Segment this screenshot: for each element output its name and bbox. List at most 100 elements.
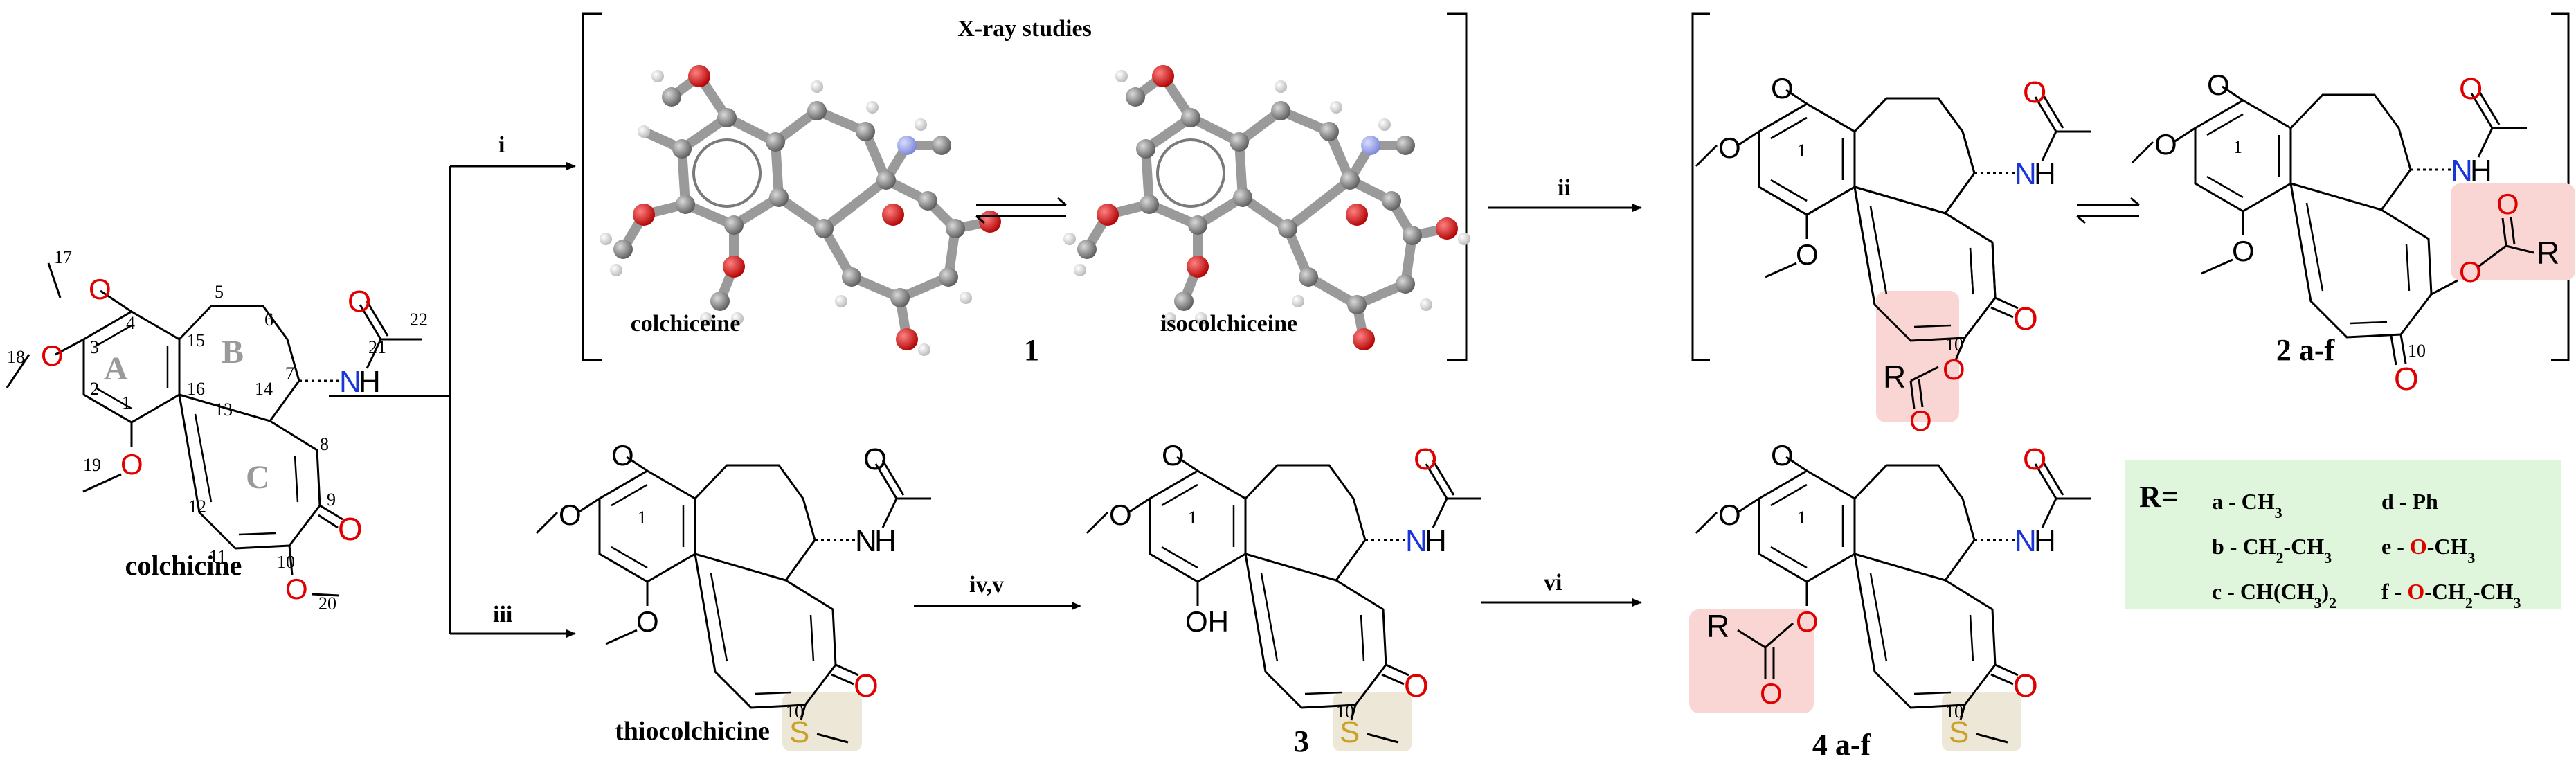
r-a: a - CH3 <box>2212 489 2282 521</box>
num-19: 19 <box>83 455 101 475</box>
num-21: 21 <box>368 337 386 357</box>
atom-o: O <box>559 499 582 531</box>
atom-o: O <box>2207 69 2230 101</box>
r-f: f - O-CH2-CH3 <box>2381 579 2521 611</box>
compound-2-isomer-b: O O O O O O R N H O 1 10 <box>2131 69 2575 397</box>
thiocolchicine-structure: O O O O S N H O 1 10 <box>535 439 931 751</box>
atom-o: O <box>1909 404 1932 437</box>
step-ii: ii <box>1558 175 1571 201</box>
atom-o-2: O <box>41 339 64 372</box>
atom-o: O <box>636 605 659 638</box>
num-1: 1 <box>1188 508 1197 528</box>
atom-o-3: O <box>89 273 111 305</box>
sme-highlight <box>1942 692 2021 751</box>
atom-o: O <box>1771 72 1794 105</box>
atom-o: O <box>1718 132 1741 164</box>
atom-o: O <box>2394 361 2419 397</box>
atom-o: O <box>1943 353 1965 386</box>
label-compound-3: 3 <box>1294 724 1309 758</box>
compound-4-structure: O O O O R O S N H O 1 10 <box>1689 439 2091 751</box>
compound-3-structure: O O OH O S N H O 1 10 <box>1086 439 1481 751</box>
atom-o: O <box>1404 668 1429 704</box>
atom-h: H <box>874 524 897 558</box>
r-d: d - Ph <box>2381 489 2438 514</box>
r-b: b - CH2-CH3 <box>2212 534 2332 566</box>
num-8: 8 <box>320 434 329 454</box>
atom-n: N <box>2015 157 2037 191</box>
num-6: 6 <box>264 310 273 330</box>
atom-n: N <box>855 524 877 558</box>
atom-h: H <box>1425 524 1447 558</box>
atom-h: H <box>359 365 381 399</box>
atom-o: O <box>1162 439 1185 472</box>
atom-s: S <box>1949 715 1969 749</box>
atom-o: O <box>2154 128 2177 161</box>
label-compound-4: 4 a-f <box>1812 728 1872 762</box>
atom-h: H <box>2034 524 2056 558</box>
atom-o: O <box>2232 235 2255 267</box>
ring-a-label: A <box>104 350 128 387</box>
atom-s: S <box>1340 715 1360 749</box>
atom-h: H <box>2470 154 2492 188</box>
num-11: 11 <box>209 546 226 566</box>
atom-oh: OH <box>1185 605 1229 638</box>
colchiceine-model <box>600 65 1001 356</box>
branch-lines <box>329 162 576 638</box>
step-iv-v: iv,v <box>969 572 1004 598</box>
num-9: 9 <box>327 490 336 510</box>
atom-o: O <box>1718 499 1741 531</box>
atom-n: N <box>1405 524 1427 558</box>
atom-o: O <box>1414 442 1437 476</box>
num-1: 1 <box>122 393 131 413</box>
num-3: 3 <box>90 337 99 357</box>
atom-o: O <box>1796 238 1819 271</box>
num-10: 10 <box>277 552 295 572</box>
step-iii: iii <box>493 602 512 627</box>
sme-highlight <box>782 692 862 751</box>
num-12: 12 <box>188 496 206 517</box>
atom-o: O <box>1796 605 1819 638</box>
num-2: 2 <box>90 379 99 399</box>
atom-h: H <box>2034 157 2056 191</box>
r-head: R= <box>2139 480 2179 514</box>
atom-n: N <box>2451 154 2473 188</box>
r-e: e - O-CH3 <box>2381 534 2475 566</box>
atom-o: O <box>1771 439 1794 472</box>
num-1: 1 <box>2233 137 2242 157</box>
atom-n: N <box>2015 524 2037 558</box>
num-1: 1 <box>1797 141 1806 161</box>
num-13: 13 <box>215 400 233 420</box>
atom-o: O <box>2013 301 2038 337</box>
atom-o: O <box>2459 256 2482 288</box>
atom-o: O <box>611 439 634 472</box>
label-thiocolchicine: thiocolchicine <box>615 717 770 746</box>
num-4: 4 <box>126 313 135 333</box>
num-1: 1 <box>638 508 647 528</box>
r-box <box>2125 460 2561 609</box>
equilibrium-xray <box>975 197 1067 224</box>
equilibrium-2 <box>2076 197 2140 224</box>
atom-o: O <box>1109 499 1132 531</box>
num-10: 10 <box>2408 341 2426 361</box>
r-c: c - CH(CH3)2 <box>2212 579 2336 611</box>
atom-s: S <box>789 715 809 749</box>
num-10: 10 <box>1945 701 1963 722</box>
num-16: 16 <box>187 379 205 399</box>
ester-highlight <box>1689 609 1814 713</box>
atom-o: O <box>2459 72 2483 106</box>
num-14: 14 <box>255 379 273 399</box>
label-compound-1: 1 <box>1024 333 1039 367</box>
ester-highlight <box>1876 291 1959 422</box>
r-group-legend: R= a - CH3 b - CH2-CH3 c - CH(CH3)2 d - … <box>2125 460 2561 611</box>
atom-o-9: O <box>338 511 363 547</box>
colchicine-structure: O O O O O N H O A B C 1 2 3 4 5 6 7 8 9 … <box>6 247 428 614</box>
num-7: 7 <box>285 364 294 384</box>
label-colchiceine: colchiceine <box>631 311 741 337</box>
atom-o: O <box>2496 188 2519 220</box>
atom-o-21: O <box>348 285 371 319</box>
bracket-2 <box>1691 12 2570 361</box>
isocolchiceine-model <box>1063 65 1470 350</box>
atom-o: O <box>2023 442 2046 476</box>
label-isocolchiceine: isocolchiceine <box>1160 311 1297 337</box>
step-i: i <box>498 132 505 158</box>
